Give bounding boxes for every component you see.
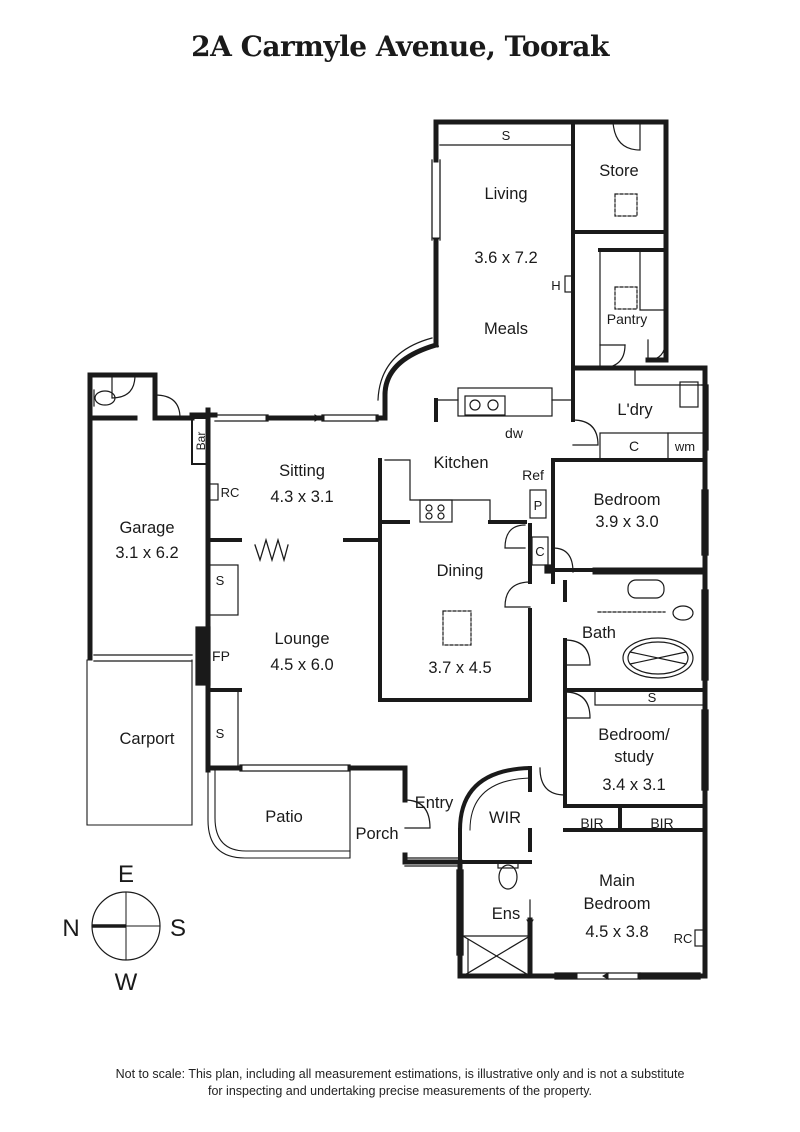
kitchen-label: Kitchen (433, 454, 488, 472)
fireplace-zigzag (254, 537, 289, 563)
rc-label-main: RC (674, 931, 693, 946)
lounge-dims: 4.5 x 6.0 (270, 656, 333, 674)
cupboard-c-label: C (535, 544, 544, 559)
garage-dims: 3.1 x 6.2 (115, 544, 178, 562)
store-label: Store (599, 162, 638, 180)
compass-north: N (62, 915, 79, 942)
fridge-label: Ref (522, 467, 544, 483)
study-dims: 3.4 x 3.1 (602, 776, 665, 794)
bedroom-label: Bedroom (594, 491, 661, 509)
outdoor-areas (86, 659, 351, 859)
lounge-s-label-2: S (216, 726, 225, 741)
pantry-p-label: P (534, 498, 543, 513)
main-bedroom-label-1: Main (599, 872, 635, 890)
dining-label: Dining (437, 562, 484, 580)
interior-walls (206, 120, 707, 864)
living-dims: 3.6 x 7.2 (474, 249, 537, 267)
plan-title: 2A Carmyle Avenue, Toorak (191, 30, 609, 63)
disclaimer-line-2: for inspecting and undertaking precise m… (207, 1084, 592, 1098)
pantry-label: Pantry (607, 311, 647, 327)
slider-label-top: S (502, 128, 511, 143)
wir-arches (469, 777, 531, 831)
bay-window (382, 341, 440, 398)
study-label-1: Bedroom/ (598, 726, 670, 744)
living-label: Living (484, 185, 527, 203)
rc-label-sitting: RC (221, 485, 240, 500)
patio-label: Patio (265, 808, 303, 826)
bath-label: Bath (582, 624, 616, 642)
dining-dims: 3.7 x 4.5 (428, 659, 491, 677)
main-bedroom-dims: 4.5 x 3.8 (585, 923, 648, 941)
dishwasher-label: dw (505, 425, 524, 441)
laundry-cupboard-label: C (629, 438, 639, 454)
laundry-label: L'dry (617, 401, 653, 419)
garage-label: Garage (119, 519, 174, 537)
compass-south: S (170, 915, 186, 942)
study-robe-label: S (648, 690, 657, 705)
entry-label: Entry (415, 794, 454, 812)
door-swings (111, 121, 667, 829)
porch-label: Porch (355, 825, 398, 843)
bedroom-dims: 3.9 x 3.0 (595, 513, 658, 531)
sitting-dims: 4.3 x 3.1 (270, 488, 333, 506)
compass-east: E (118, 861, 134, 888)
bar-label: Bar (194, 432, 208, 451)
windows (93, 144, 709, 980)
fixtures (93, 193, 706, 977)
disclaimer: Not to scale: This plan, including all m… (0, 1066, 800, 1100)
disclaimer-line-1: Not to scale: This plan, including all m… (115, 1067, 685, 1081)
lounge-s-label-1: S (216, 573, 225, 588)
wir-label: WIR (489, 809, 521, 827)
carport-label: Carport (119, 730, 174, 748)
compass: E N S W (62, 861, 186, 996)
ensuite-label: Ens (492, 905, 520, 923)
compass-west: W (115, 969, 138, 996)
main-bedroom-label-2: Bedroom (584, 895, 651, 913)
meals-label: Meals (484, 320, 528, 338)
study-label-2: study (614, 748, 654, 766)
washing-machine-label: wm (674, 439, 695, 454)
window-arrows (314, 237, 609, 980)
sitting-label: Sitting (279, 462, 325, 480)
bir-label-1: BIR (580, 815, 603, 831)
bir-label-2: BIR (650, 815, 673, 831)
lounge-label: Lounge (274, 630, 329, 648)
heater-label: H (551, 278, 560, 293)
fireplace-label: FP (212, 648, 230, 664)
